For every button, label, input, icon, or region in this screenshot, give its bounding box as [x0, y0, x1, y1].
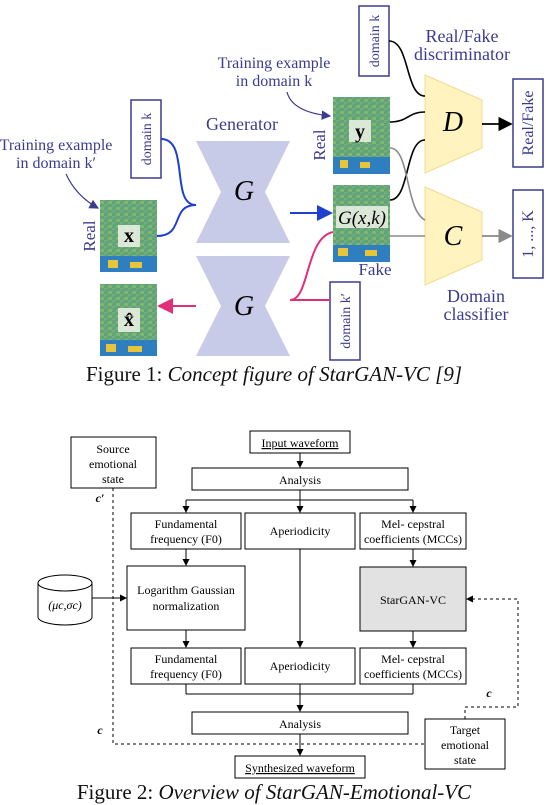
- stats-database-icon: [37, 574, 93, 626]
- stargan-vc-box: [359, 566, 467, 632]
- f0-top-text-1: Fundamental: [155, 517, 218, 531]
- classifier-label-1: Domain: [447, 286, 505, 306]
- log-gaussian-text-2: normalization: [153, 599, 220, 613]
- generator-bottom-shape: [196, 256, 290, 356]
- domain-kp-box: [329, 281, 361, 361]
- training-kp-label-2: in domain k′: [16, 155, 96, 172]
- y-symbol: y: [355, 121, 365, 143]
- aperiodicity-top-box: [244, 512, 356, 550]
- source-emotional-state-box: [70, 436, 157, 489]
- spectrogram-y: [333, 97, 390, 174]
- source-text-2: emotional: [89, 457, 138, 471]
- f0-bottom-text-2: frequency (F0): [150, 667, 222, 681]
- domain-k-box-left: [130, 99, 162, 179]
- training-kp-pointer: [65, 173, 100, 209]
- f0-bottom-text-1: Fundamental: [155, 652, 218, 666]
- generator-label: Generator: [206, 114, 278, 134]
- target-text-2: emotional: [441, 738, 490, 752]
- figure-2-caption-label: Figure 2:: [76, 780, 154, 804]
- aperiodicity-bottom-text: Aperiodicity: [270, 659, 331, 673]
- classifier-symbol: C: [444, 221, 463, 252]
- fake-to-discriminator-line: [389, 139, 426, 201]
- c-label-right: c: [486, 686, 492, 700]
- stats-text: (μc,σc): [48, 598, 82, 612]
- log-gaussian-normalization-box: [126, 565, 246, 631]
- training-k-label-1: Training example: [218, 55, 331, 72]
- source-dashed-line: [112, 488, 425, 745]
- synthesized-waveform-box: [234, 755, 366, 779]
- mcc-bottom-text-2: coefficients (MCCs): [364, 667, 462, 681]
- x-to-generator-line: [156, 204, 197, 237]
- discriminator-symbol: D: [442, 107, 463, 138]
- fake-to-generator-line: [289, 231, 334, 301]
- training-kp-label-1: Training example: [0, 137, 112, 154]
- real-y-label: Real: [310, 129, 329, 160]
- discriminator-label-2: discriminator: [414, 44, 510, 64]
- source-text-1: Source: [96, 442, 129, 456]
- figure-1-stargan-vc-concept: y G(x,k) x x̂ G G Generator D C Real/Fak…: [0, 5, 544, 361]
- f0-top-box: [130, 512, 242, 550]
- target-dashed-line: [464, 595, 519, 719]
- domain-kp-text: domain k′: [339, 293, 354, 349]
- fake-label: Fake: [358, 260, 391, 279]
- mcc-top-text-2: coefficients (MCCs): [364, 532, 462, 546]
- log-gaussian-text-1: Logarithm Gaussian: [137, 583, 235, 597]
- figure-2-caption: Figure 2: Overview of StarGAN-Emotional-…: [0, 780, 548, 805]
- classifier-label-2: classifier: [444, 304, 509, 324]
- output-realfake-text: Real/Fake: [520, 91, 537, 156]
- c-prime-label: c′: [96, 491, 105, 505]
- domain-k-to-generator-line: [160, 138, 197, 206]
- x-symbol: x: [124, 225, 134, 247]
- synthesized-waveform-text: Synthesized waveform: [245, 761, 355, 775]
- discriminator-label-1: Real/Fake: [426, 26, 499, 46]
- xhat-symbol: x̂: [124, 309, 134, 331]
- y-to-discriminator-line: [389, 111, 426, 123]
- output-classes-text: 1, ..., K: [520, 210, 537, 258]
- analysis-bottom-text: Analysis: [279, 717, 321, 731]
- f0-top-text-2: frequency (F0): [150, 532, 222, 546]
- target-emotional-state-box: [424, 718, 506, 770]
- input-waveform-text: Input waveform: [262, 436, 340, 450]
- figure-1-caption: Figure 1: Concept figure of StarGAN-VC […: [0, 362, 548, 387]
- figure-2-caption-text: Overview of StarGAN-Emotional-VC: [158, 780, 472, 804]
- generator-top-shape: [196, 141, 290, 243]
- f0-bottom-box: [130, 647, 242, 685]
- mcc-bottom-box: [359, 647, 467, 685]
- mcc-top-box: [359, 512, 467, 550]
- output-classes-box: [512, 189, 544, 279]
- aperiodicity-top-text: Aperiodicity: [270, 524, 331, 538]
- y-to-classifier-line: [389, 147, 426, 221]
- real-x-label: Real: [80, 220, 99, 251]
- domain-k-box-top: [358, 5, 390, 77]
- training-k-label-2: in domain k: [236, 73, 312, 90]
- gxk-symbol: G(x,k): [338, 208, 386, 229]
- stargan-vc-text: StarGAN-VC: [380, 593, 446, 607]
- classifier-shape: [424, 186, 483, 286]
- domain-k-top-text: domain k: [368, 15, 383, 68]
- target-text-1: Target: [450, 723, 481, 737]
- mcc-bottom-text-1: Mel- cepstral: [381, 652, 445, 666]
- output-realfake-box: [512, 78, 544, 168]
- target-text-3: state: [454, 753, 476, 767]
- aperiodicity-bottom-box: [244, 647, 356, 685]
- source-text-3: state: [102, 472, 124, 486]
- domain-k-to-discriminator-line: [388, 40, 426, 97]
- c-label-left: c: [97, 723, 103, 737]
- figure-1-caption-label: Figure 1:: [85, 362, 163, 386]
- figure-2-stargan-emotional-vc-overview: Input waveform Analysis Fundamental freq…: [37, 430, 519, 779]
- mcc-top-text-1: Mel- cepstral: [381, 517, 445, 531]
- generator-top-symbol: G: [234, 176, 254, 207]
- domain-k-left-text: domain k: [140, 113, 155, 166]
- figure-1-caption-text: Concept figure of StarGAN-VC [9]: [167, 362, 463, 386]
- generator-bottom-symbol: G: [234, 291, 254, 322]
- training-k-pointer: [286, 91, 332, 120]
- analysis-top-text: Analysis: [279, 473, 321, 487]
